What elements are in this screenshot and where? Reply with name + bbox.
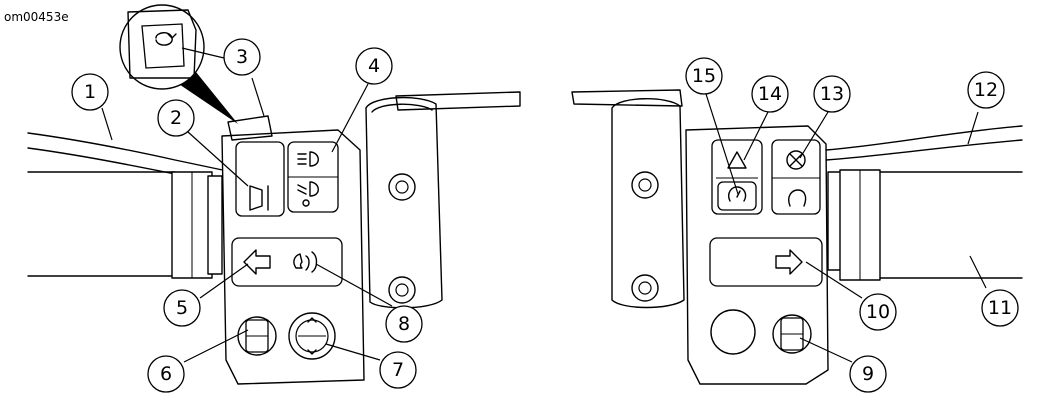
left-brake-lever (395, 91, 521, 111)
svg-text:12: 12 (974, 79, 998, 101)
left-turn-arrow-icon (243, 249, 271, 275)
engine-stop-start-switch (771, 139, 821, 215)
cruise-control-icon (728, 186, 747, 202)
callout-1: 1 (71, 73, 109, 111)
left-handlebar (27, 91, 521, 385)
svg-text:6: 6 (160, 363, 172, 385)
horn-icon (249, 185, 269, 211)
right-clamp-bolt-top-head (638, 178, 652, 192)
joystick-up-icon (307, 317, 317, 323)
svg-text:11: 11 (988, 297, 1012, 319)
svg-text:7: 7 (392, 359, 404, 381)
leader-7 (325, 343, 381, 361)
svg-text:2: 2 (170, 107, 182, 129)
right-bar-top-edge (825, 125, 1023, 151)
svg-text:1: 1 (84, 81, 96, 103)
callout-12: 12 (967, 71, 1005, 109)
left-clamp-bolt-top-head (395, 180, 409, 194)
leader-2 (187, 131, 249, 187)
leader-10 (805, 261, 863, 299)
leader-14 (743, 111, 769, 161)
callout-5: 5 (163, 289, 201, 327)
left-bar-top-edge (27, 132, 233, 173)
leader-4 (331, 83, 369, 153)
svg-text:3: 3 (236, 46, 248, 68)
mode-select-arrow (167, 33, 177, 39)
leader-1 (101, 107, 113, 141)
left-clamp-top-edge (371, 103, 433, 113)
hazard-triangle-icon (727, 151, 747, 169)
right-clamp-bolt-bottom-head (638, 281, 652, 295)
callout-8: 8 (385, 305, 423, 343)
svg-text:4: 4 (368, 55, 380, 77)
leader-3 (251, 77, 265, 117)
high-beam-icon (297, 151, 319, 167)
horn-switch (235, 141, 285, 217)
engine-stop-icon (786, 150, 806, 170)
callout-7: 7 (379, 351, 417, 389)
callout-10: 10 (859, 293, 897, 331)
leader-9 (799, 337, 853, 363)
low-beam-icon (297, 181, 319, 207)
svg-text:10: 10 (866, 301, 890, 323)
left-trigger-tab (227, 115, 273, 141)
callout-11: 11 (981, 289, 1019, 327)
right-plug (710, 309, 756, 355)
leader-6 (183, 329, 249, 363)
leader-3-inset (181, 47, 225, 59)
callout-9: 9 (849, 355, 887, 393)
left-clamp (365, 96, 443, 309)
svg-text:9: 9 (862, 363, 874, 385)
inset-pointer-wedge (170, 72, 238, 124)
callout-14: 14 (751, 75, 789, 113)
leader-5 (199, 263, 249, 299)
voice-command-icon (293, 251, 318, 273)
inset-housing (127, 9, 197, 79)
svg-text:15: 15 (692, 65, 716, 87)
leader-13 (799, 111, 829, 159)
callout-2: 2 (157, 99, 195, 137)
svg-text:14: 14 (758, 83, 782, 105)
svg-text:5: 5 (176, 297, 188, 319)
right-bar-bottom-edge (825, 139, 1023, 161)
leader-lines (101, 47, 987, 363)
inset-switch (141, 23, 185, 69)
leader-15 (705, 93, 739, 195)
callout-6: 6 (147, 355, 185, 393)
callout-3: 3 (223, 38, 261, 76)
figure-id-label: om00453e (4, 10, 69, 24)
callout-13: 13 (813, 75, 851, 113)
right-handlebar (571, 89, 1023, 385)
leader-8 (315, 263, 393, 307)
right-clamp (611, 98, 685, 309)
left-clamp-bolt-bottom-head (395, 283, 409, 297)
right-turn-arrow-icon (775, 249, 803, 275)
right-brake-lever (571, 89, 683, 107)
inset-detail (119, 4, 238, 124)
left-grip-ring (207, 175, 223, 275)
left-turn-switch (231, 237, 343, 287)
left-bar-bottom-edge (27, 147, 176, 175)
joystick-down-icon (307, 349, 317, 355)
callout-4: 4 (355, 47, 393, 85)
start-icon (788, 189, 807, 207)
leader-12 (967, 111, 979, 145)
callout-15: 15 (685, 57, 723, 95)
svg-text:13: 13 (820, 83, 844, 105)
leader-11 (969, 255, 987, 289)
right-turn-switch (709, 237, 823, 287)
svg-text:8: 8 (398, 313, 410, 335)
